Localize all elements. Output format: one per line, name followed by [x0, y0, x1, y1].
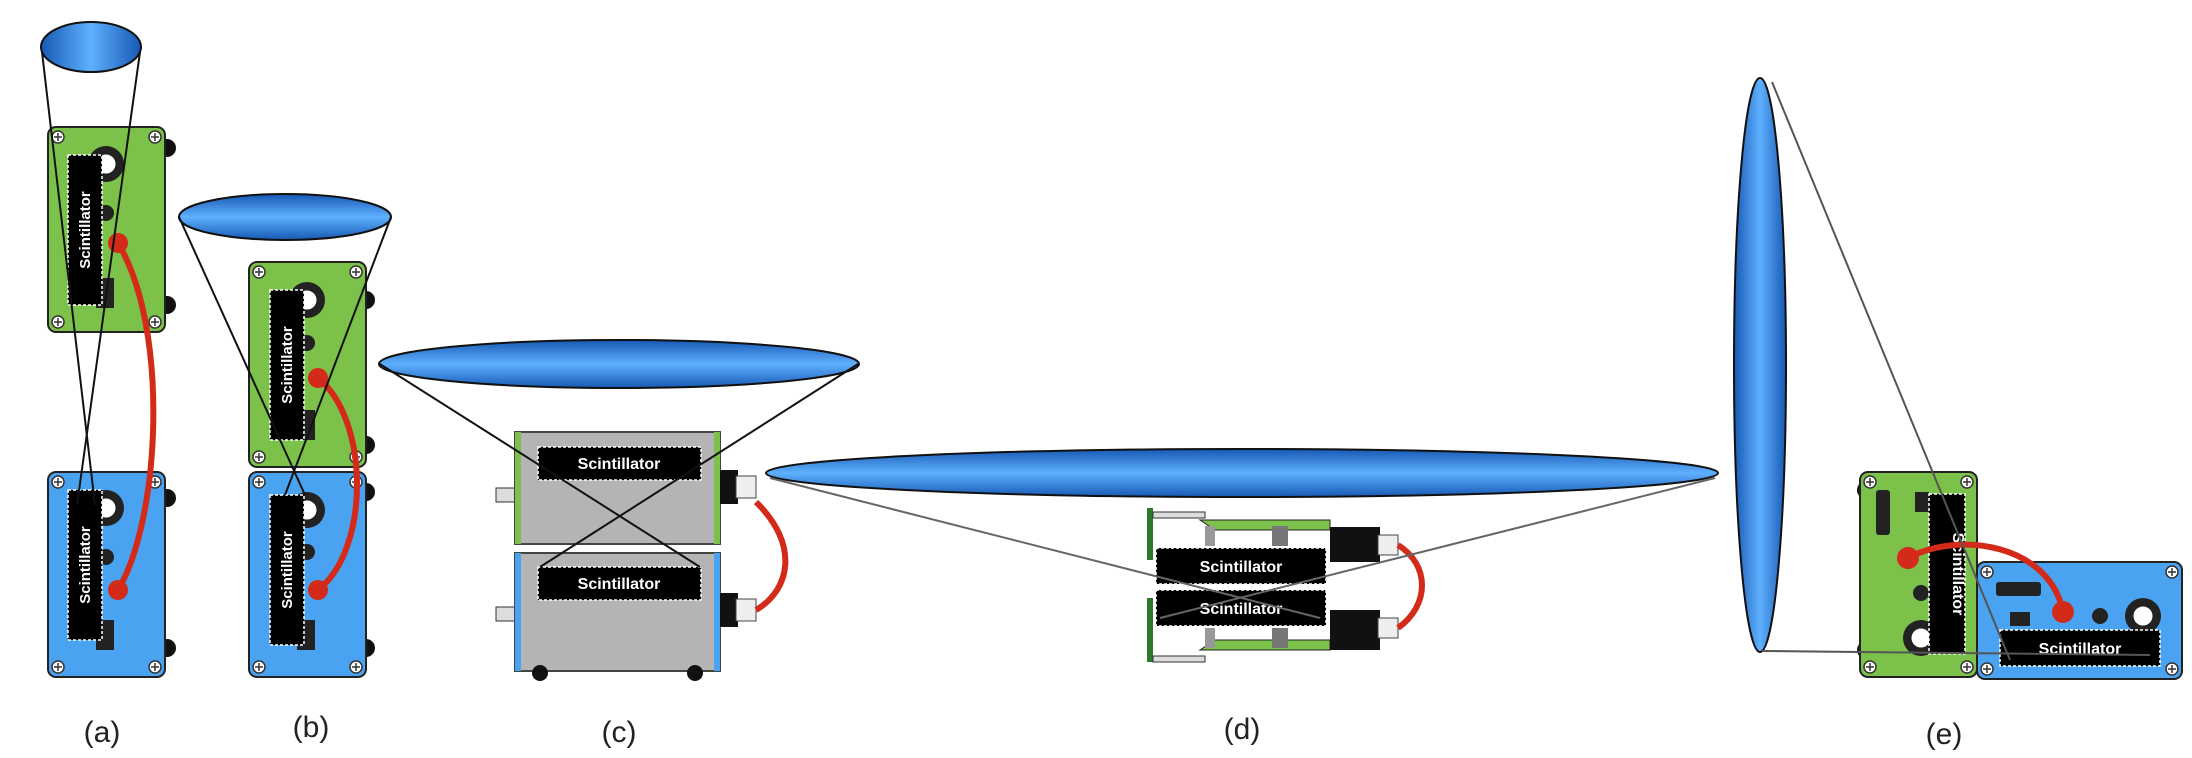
- scintillator-a-bottom: Scintillator: [67, 489, 103, 641]
- rays: [769, 477, 1716, 619]
- scintillator-e-green: Scintillator: [1928, 493, 1966, 655]
- rays: [178, 216, 392, 496]
- lens: [765, 448, 1719, 498]
- scintillator-label: Scintillator: [578, 456, 661, 473]
- panel-caption-e: (e): [1926, 718, 1963, 751]
- rays: [1761, 81, 2151, 661]
- panel-caption-b: (b): [293, 711, 330, 744]
- panel-caption-c: (c): [602, 716, 637, 749]
- camera-d-bottom: [1147, 598, 1399, 663]
- cable: [753, 499, 789, 613]
- scintillator-c-bottom: Scintillator: [537, 566, 702, 601]
- scintillator-d-bottom: Scintillator: [1155, 589, 1327, 627]
- rays: [41, 51, 141, 506]
- panel-d: Scintillator Scintillator: [765, 448, 1719, 663]
- camera-d-top: [1147, 508, 1399, 562]
- scintillator-b-bottom: Scintillator: [269, 494, 305, 646]
- panel-c: Scintillator Scintillator: [378, 339, 860, 681]
- lens: [40, 21, 142, 73]
- camera-green: [47, 126, 176, 333]
- lens: [178, 193, 392, 241]
- lens: [1733, 77, 1787, 653]
- scintillator-e-blue: Scintillator: [1999, 629, 2161, 667]
- scintillator-b-top: Scintillator: [269, 289, 305, 441]
- panel-a: Scintillator Scintillator: [40, 21, 176, 678]
- scintillator-label: Scintillator: [279, 531, 296, 609]
- cable: [1906, 541, 2066, 613]
- camera-blue: [47, 471, 176, 678]
- scintillator-label: Scintillator: [77, 526, 94, 604]
- scintillator-c-top: Scintillator: [537, 446, 702, 481]
- rays: [379, 363, 859, 568]
- lens: [378, 339, 860, 389]
- panel-caption-a: (a): [84, 716, 121, 749]
- scintillator-label: Scintillator: [279, 326, 296, 404]
- panel-e: Scintillator Scintillator: [1733, 77, 2183, 680]
- panel-b: Scintillator Scintillator: [178, 193, 392, 678]
- scintillator-d-top: Scintillator: [1155, 547, 1327, 585]
- scintillator-label: Scintillator: [1949, 533, 1966, 616]
- cable: [1396, 542, 1425, 631]
- scintillator-label: Scintillator: [1200, 559, 1283, 576]
- cable: [115, 241, 157, 592]
- scintillator-label: Scintillator: [77, 191, 94, 269]
- scintillator-label: Scintillator: [1200, 601, 1283, 618]
- scintillator-label: Scintillator: [578, 576, 661, 593]
- cable: [316, 375, 360, 593]
- camera-green: [248, 261, 375, 468]
- panel-caption-d: (d): [1224, 713, 1261, 746]
- scintillator-a-top: Scintillator: [67, 154, 103, 306]
